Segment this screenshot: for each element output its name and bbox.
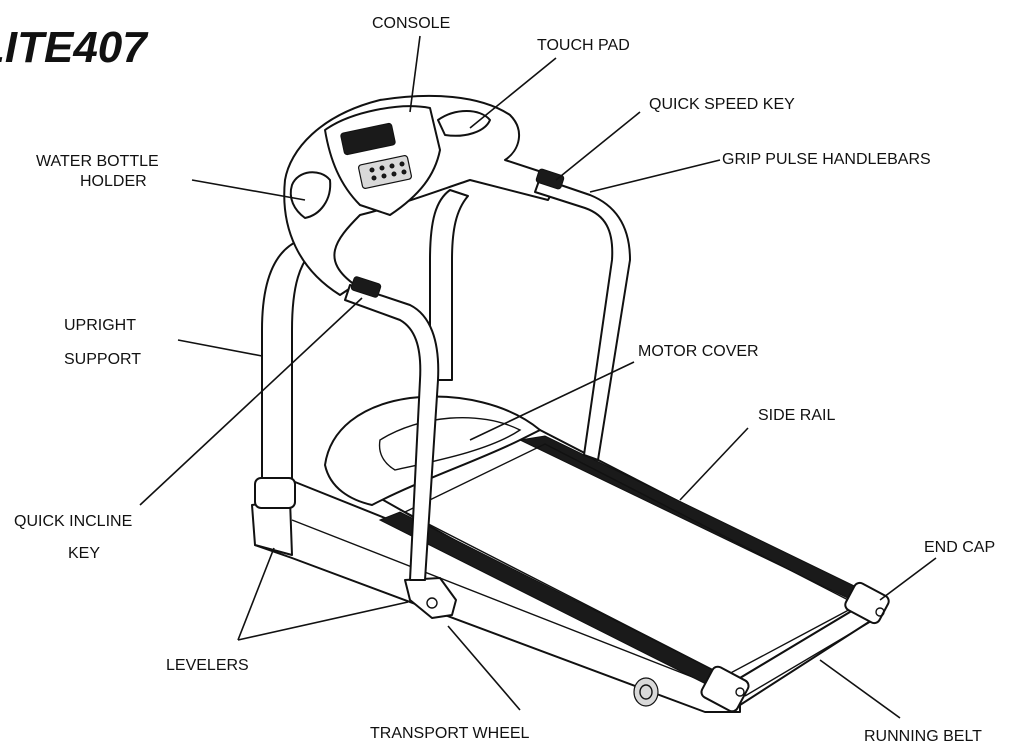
label-transport-wheel: TRANSPORT WHEEL bbox=[370, 725, 530, 742]
end-cap-left bbox=[700, 665, 750, 713]
quick-incline-key-button bbox=[350, 276, 382, 298]
label-upright: UPRIGHT bbox=[64, 317, 136, 334]
upright-base-collar bbox=[254, 477, 296, 509]
label-water-bottle: WATER BOTTLE bbox=[36, 153, 159, 170]
water-bottle-holder bbox=[289, 171, 332, 219]
grip-handlebar-left bbox=[344, 284, 440, 581]
label-console: CONSOLE bbox=[372, 15, 450, 32]
label-touch-pad: TOUCH PAD bbox=[537, 37, 630, 54]
upright-support-left bbox=[261, 239, 316, 501]
touch-pad bbox=[437, 110, 491, 137]
upright-support-right bbox=[429, 189, 469, 381]
label-quick-speed-key: QUICK SPEED KEY bbox=[649, 96, 795, 113]
quick-speed-key-button bbox=[535, 168, 565, 190]
console-display bbox=[340, 122, 396, 156]
label-grip-pulse-handlebars: GRIP PULSE HANDLEBARS bbox=[722, 151, 931, 168]
transport-wheel bbox=[633, 677, 659, 707]
label-running-belt: RUNNING BELT bbox=[864, 728, 982, 744]
label-key: KEY bbox=[68, 545, 100, 562]
part-labels: CONSOLE TOUCH PAD QUICK SPEED KEY GRIP P… bbox=[14, 15, 995, 744]
leader-lines bbox=[139, 35, 937, 719]
grip-handlebar-right bbox=[534, 177, 631, 461]
label-support: SUPPORT bbox=[64, 351, 141, 368]
label-levelers: LEVELERS bbox=[166, 657, 249, 674]
label-motor-cover: MOTOR COVER bbox=[638, 343, 759, 360]
label-quick-incline: QUICK INCLINE bbox=[14, 513, 132, 530]
label-holder: HOLDER bbox=[80, 173, 147, 190]
treadmill-illustration bbox=[251, 94, 890, 713]
label-side-rail: SIDE RAIL bbox=[758, 407, 835, 424]
model-title: LITE407 bbox=[0, 23, 149, 72]
label-end-cap: END CAP bbox=[924, 539, 995, 556]
console-keypad bbox=[358, 155, 412, 189]
